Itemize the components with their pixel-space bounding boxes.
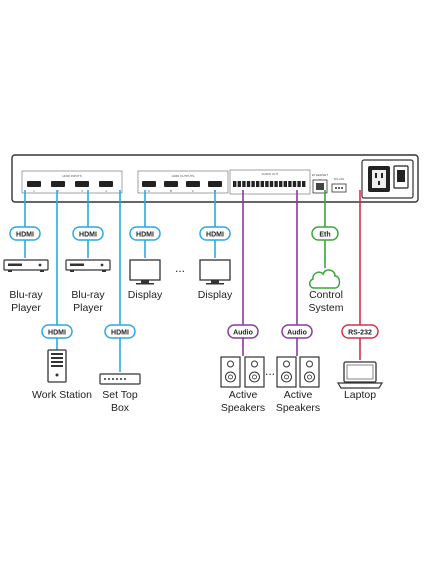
audio-terminal-pin — [302, 181, 306, 187]
display2-label: Display — [198, 289, 233, 301]
audio-terminal-pin — [256, 181, 260, 187]
speakers1-label-line2: Speakers — [221, 402, 265, 414]
audio-terminal-pin — [260, 181, 264, 187]
svg-text:HDMI: HDMI — [48, 330, 66, 337]
hdmi-inputs-label: HDMI INPUTS — [62, 174, 82, 178]
svg-text:HDMI: HDMI — [206, 232, 224, 239]
settopbox-label-line1: Set Top — [102, 389, 138, 401]
audio-terminal-pin — [237, 181, 241, 187]
svg-text:Eth: Eth — [319, 232, 330, 239]
output-letter-a: A — [148, 189, 150, 193]
hdmi-output-ports — [142, 181, 222, 187]
tag-rs232: RS-232 — [341, 324, 379, 339]
bluray-player-icon — [3, 259, 49, 272]
display-ellipsis: ... — [175, 261, 185, 275]
output-letter-b: B — [170, 189, 172, 193]
laptop-icon — [336, 361, 384, 389]
hdmi-input-ports — [27, 181, 113, 187]
tag-hdmi-display1: HDMI — [129, 226, 161, 241]
bluray1-label-line2: Player — [11, 302, 41, 314]
input-number-1: 1 — [33, 189, 35, 193]
audio-terminal-pin — [288, 181, 292, 187]
display-icon — [129, 259, 161, 285]
bluray1-label-line1: Blu-ray — [9, 289, 43, 301]
cloud-icon — [309, 269, 341, 289]
audio-terminal-pin — [242, 181, 246, 187]
speaker-ellipsis: ... — [265, 364, 275, 378]
speaker-pair-icon — [220, 356, 265, 388]
tag-hdmi-workstation: HDMI — [41, 324, 73, 339]
tag-hdmi-bluray1: HDMI — [9, 226, 41, 241]
audio-out-label: AUDIO OUT — [262, 172, 279, 176]
audio-terminal-pin — [292, 181, 297, 187]
speakers2-label-line2: Speakers — [276, 402, 320, 414]
switcher-device: HDMI INPUTS 1 2 3 4 HDMI OUTPUTS A B C D… — [11, 154, 419, 203]
audio-terminal-pin — [269, 181, 274, 187]
display-icon — [199, 259, 231, 285]
audio-terminal-pins — [233, 181, 306, 187]
audio-terminal-pin — [251, 181, 255, 187]
audio-terminal-pin — [265, 181, 269, 187]
hdmi-outputs-panel — [137, 170, 229, 194]
svg-text:RS-232: RS-232 — [348, 330, 372, 337]
settopbox-label-line2: Box — [111, 402, 130, 414]
audio-out-panel — [229, 169, 311, 195]
audio-terminal-pin — [274, 181, 278, 187]
tag-eth: Eth — [311, 226, 339, 241]
speaker-pair-icon — [276, 356, 320, 388]
input-number-4: 4 — [105, 189, 107, 193]
tag-hdmi-settopbox: HDMI — [104, 324, 136, 339]
tag-hdmi-display2: HDMI — [199, 226, 231, 241]
display1-label: Display — [128, 289, 163, 301]
svg-text:HDMI: HDMI — [111, 330, 129, 337]
input-number-3: 3 — [81, 189, 83, 193]
svg-text:HDMI: HDMI — [136, 232, 154, 239]
ethernet-label: ETHERNET — [312, 173, 328, 177]
settop-box-icon — [99, 373, 141, 385]
output-letter-c: C — [192, 189, 195, 193]
audio-terminal-pin — [233, 181, 237, 187]
svg-text:HDMI: HDMI — [79, 232, 97, 239]
svg-text:Audio: Audio — [233, 330, 253, 337]
rs232-label: RS-232 — [334, 177, 345, 181]
workstation-tower-icon — [47, 349, 67, 383]
svg-text:HDMI: HDMI — [16, 232, 34, 239]
audio-terminal-pin — [283, 181, 287, 187]
control-label-line2: System — [308, 302, 343, 314]
hdmi-cables — [24, 190, 216, 372]
bluray2-label-line2: Player — [73, 302, 103, 314]
workstation-label: Work Station — [32, 389, 92, 401]
laptop-label: Laptop — [344, 389, 376, 401]
svg-text:Audio: Audio — [287, 330, 307, 337]
audio-terminal-pin — [279, 181, 283, 187]
tag-audio-speakers1: Audio — [227, 324, 259, 339]
tag-hdmi-bluray2: HDMI — [72, 226, 104, 241]
power-module — [361, 159, 414, 199]
tag-audio-speakers2: Audio — [281, 324, 313, 339]
speakers2-label-line1: Active — [284, 389, 313, 401]
control-label-line1: Control — [309, 289, 343, 301]
bluray2-label-line1: Blu-ray — [71, 289, 105, 301]
hdmi-inputs-panel — [21, 170, 123, 194]
hdmi-outputs-label: HDMI OUTPUTS — [172, 174, 195, 178]
speakers1-label-line1: Active — [229, 389, 258, 401]
bluray-player-icon — [65, 259, 111, 272]
audio-terminal-pin — [297, 181, 301, 187]
audio-terminal-pin — [246, 181, 251, 187]
input-number-2: 2 — [57, 189, 59, 193]
